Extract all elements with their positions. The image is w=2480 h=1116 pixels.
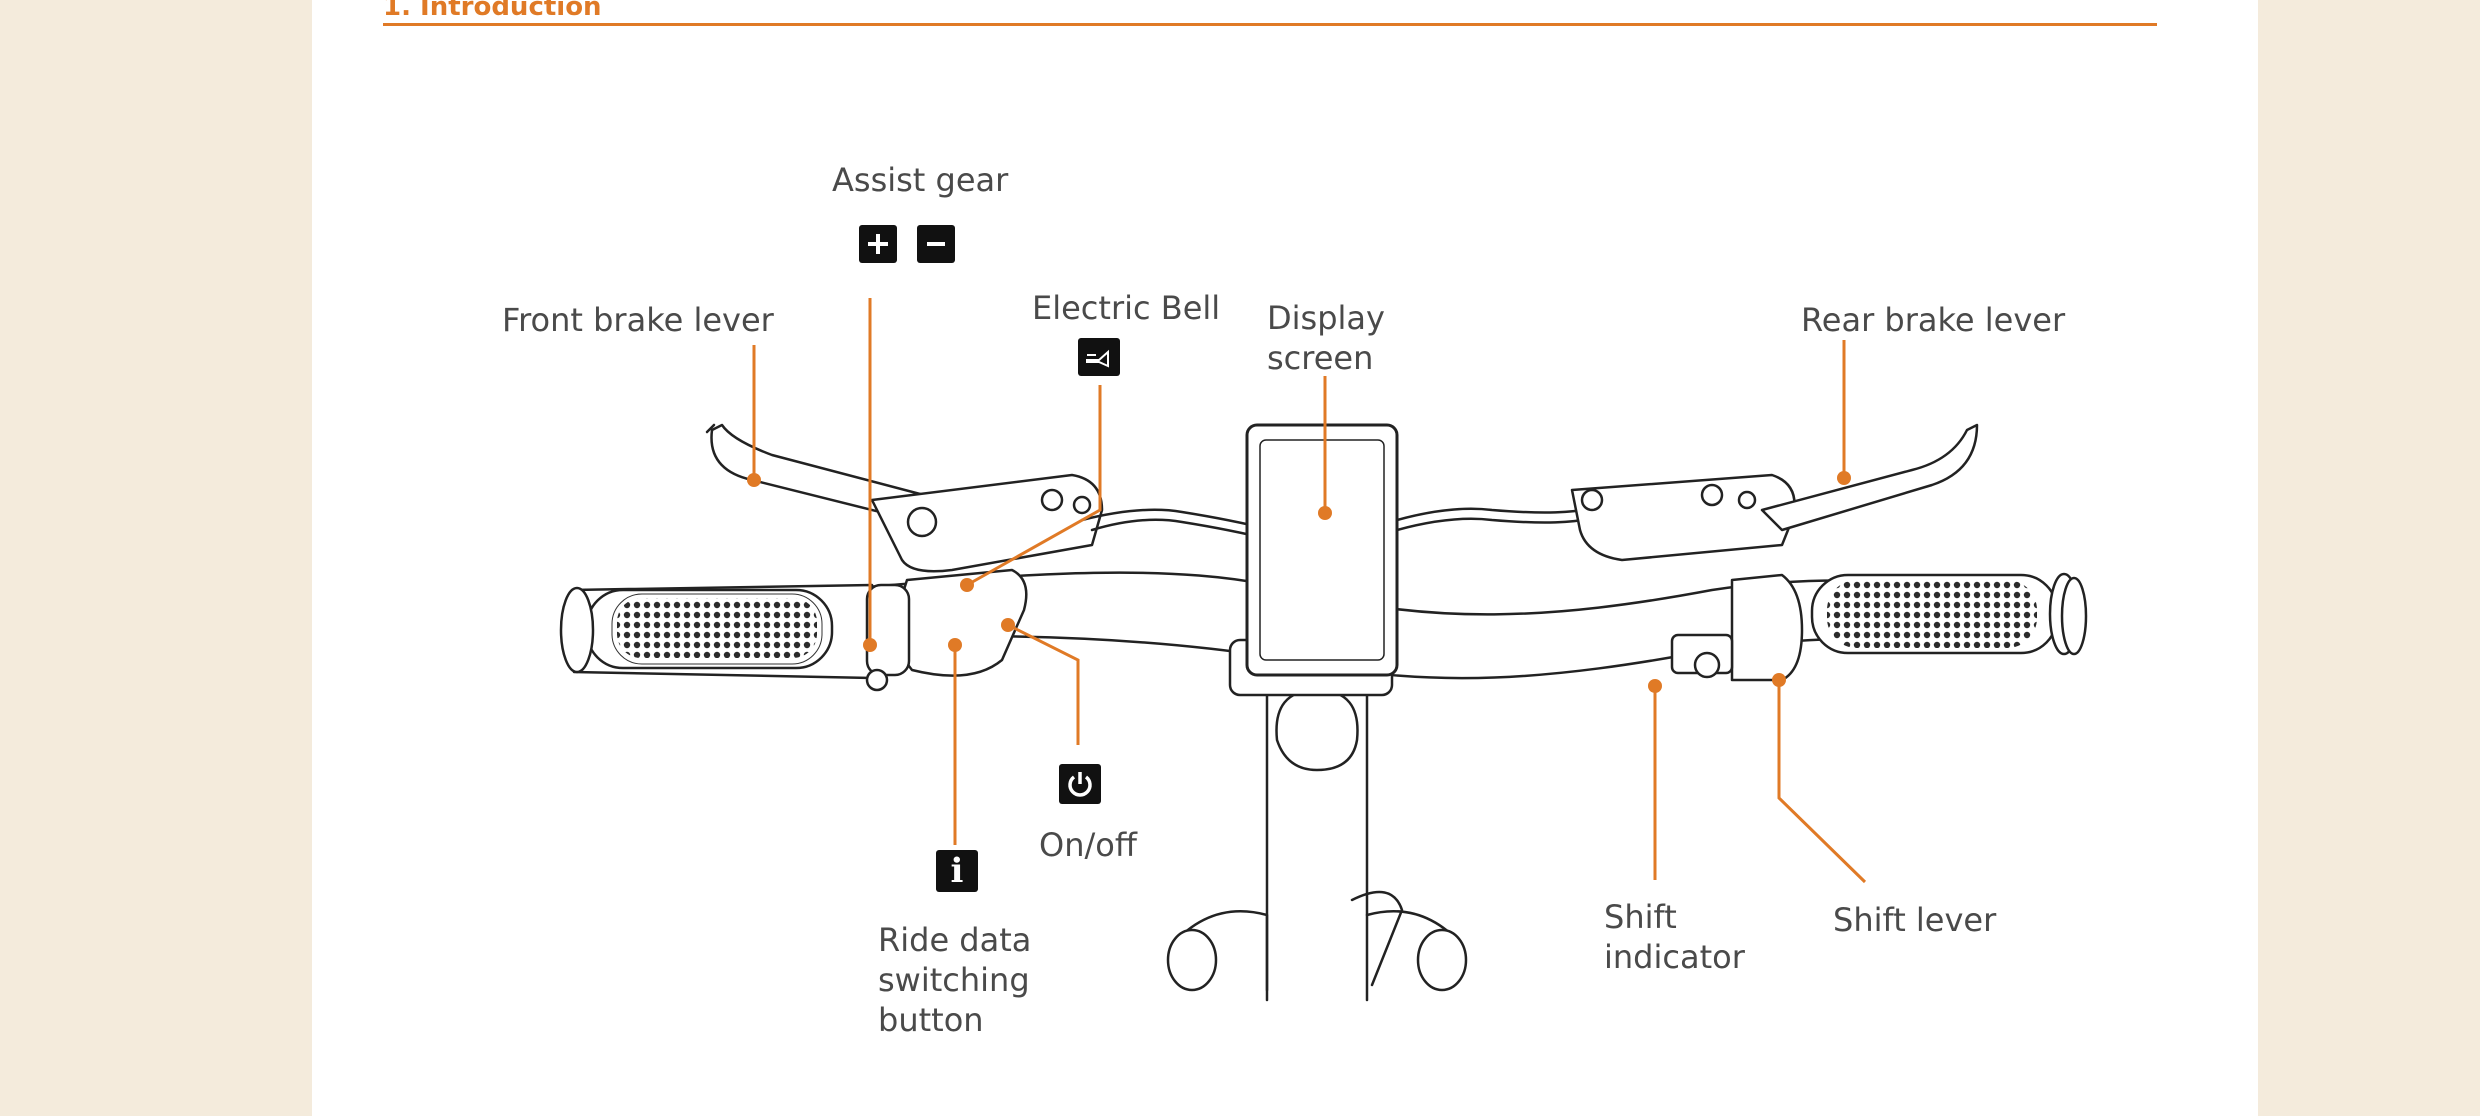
onoff-callout-line (1007, 623, 1080, 745)
minus-icon (917, 225, 955, 263)
display-screen-label: Display screen (1267, 299, 1385, 377)
assist-gear-label: Assist gear (832, 161, 1009, 199)
info-icon: i (936, 850, 978, 892)
bell-callout-line (966, 385, 1102, 587)
shift-lever-label: Shift lever (1833, 901, 1997, 939)
handlebar-diagram (559, 298, 2088, 1002)
bell-icon (1078, 338, 1120, 376)
callout-dots (747, 471, 1851, 693)
plus-icon (859, 225, 897, 263)
info-glyph: i (950, 851, 964, 891)
right-brake-body (1570, 473, 1796, 562)
right-shifter (1730, 573, 1804, 682)
section-divider (383, 23, 2157, 26)
section-title: 1. Introduction (383, 0, 602, 22)
shift-indicator-label: Shift indicator (1604, 898, 1745, 976)
on-off-label: On/off (1039, 826, 1137, 864)
manual-page: 1. Introduction (312, 0, 2258, 1116)
power-icon (1059, 764, 1101, 804)
front-brake-lever-label: Front brake lever (502, 301, 774, 339)
shift-lever-callout-line (1777, 680, 1867, 884)
rear-brake-lever-label: Rear brake lever (1801, 301, 2066, 339)
left-grip (566, 583, 881, 680)
electric-bell-label: Electric Bell (1032, 289, 1221, 327)
right-brake-lever-shape (1760, 423, 1979, 532)
ride-data-switching-button-label: Ride data switching button (878, 921, 1032, 1039)
callout-lines (752, 298, 1867, 884)
right-grip (1810, 572, 2080, 656)
